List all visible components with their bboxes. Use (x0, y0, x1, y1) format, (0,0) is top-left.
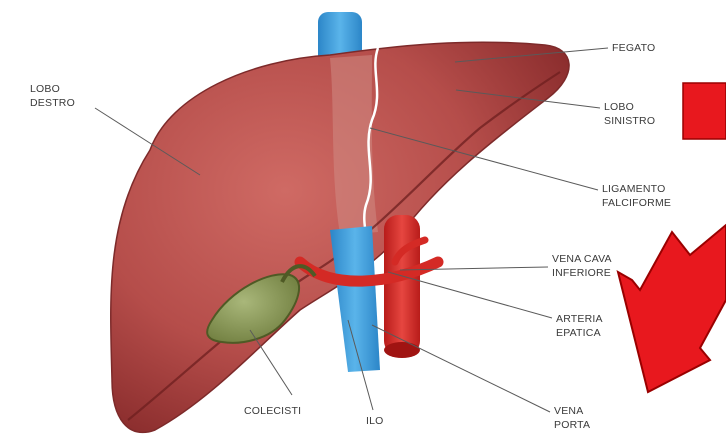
label-vena-porta-line2: PORTA (554, 418, 590, 432)
red-rect-marker (683, 83, 726, 139)
label-lobo-destro-line1: LOBO (30, 82, 75, 96)
label-vena-cava-line2: INFERIORE (552, 266, 612, 280)
artery-cut-end (384, 342, 420, 358)
label-lobo-sinistro: LOBO SINISTRO (604, 100, 655, 128)
red-arrow (618, 225, 726, 392)
label-colecisti: COLECISTI (244, 404, 301, 418)
label-legamento-falciforme: LIGAMENTO FALCIFORME (602, 182, 671, 210)
label-arteria-epatica: ARTERIA EPATICA (556, 312, 603, 340)
portal-vein-vessel (330, 226, 380, 372)
label-vena-cava-line1: VENA CAVA (552, 252, 612, 266)
label-ilo: ILO (366, 414, 384, 428)
label-legamento-line1: LIGAMENTO (602, 182, 671, 196)
label-vena-porta: VENA PORTA (554, 404, 590, 432)
label-fegato: FEGATO (612, 41, 655, 55)
label-vena-porta-line1: VENA (554, 404, 590, 418)
label-lobo-sinistro-line1: LOBO (604, 100, 655, 114)
label-lobo-sinistro-line2: SINISTRO (604, 114, 655, 128)
falciform-band (330, 55, 378, 235)
label-legamento-line2: FALCIFORME (602, 196, 671, 210)
label-arteria-line2: EPATICA (556, 326, 603, 340)
label-lobo-destro: LOBO DESTRO (30, 82, 75, 110)
label-lobo-destro-line2: DESTRO (30, 96, 75, 110)
label-arteria-line1: ARTERIA (556, 312, 603, 326)
label-vena-cava-inferiore: VENA CAVA INFERIORE (552, 252, 612, 280)
